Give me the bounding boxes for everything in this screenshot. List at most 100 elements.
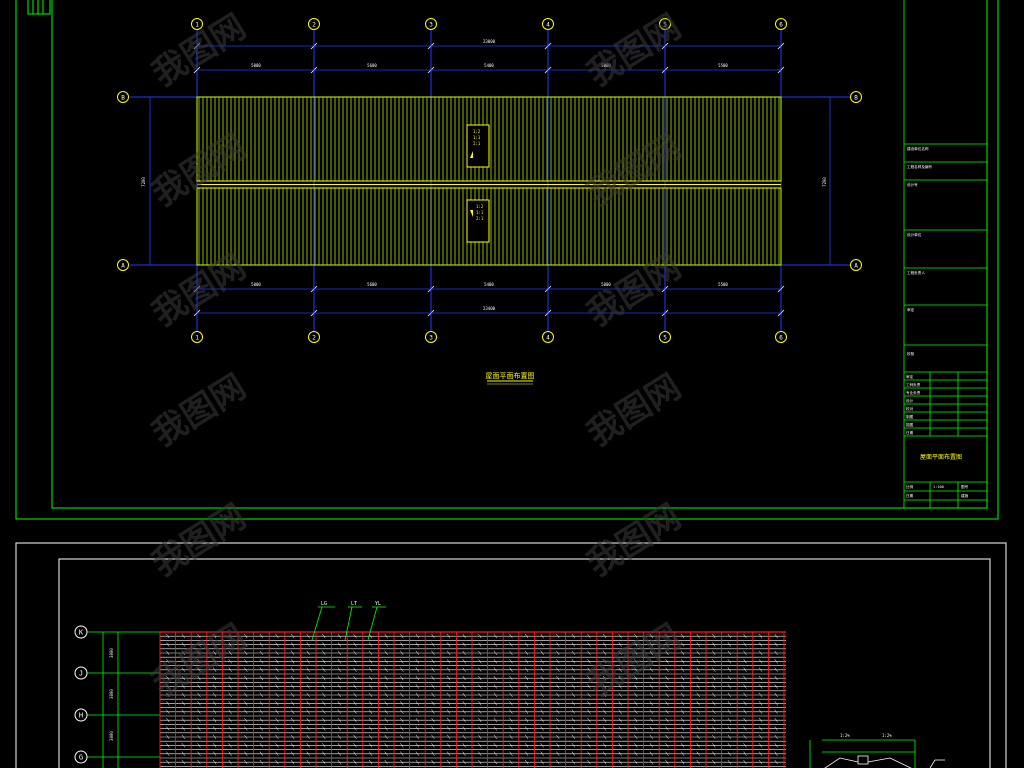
tie-mark (727, 726, 732, 731)
tie-mark (509, 734, 513, 740)
tie-mark (228, 743, 232, 748)
tie-mark (431, 709, 435, 714)
legend-2-line-1: 1:1 (476, 210, 484, 215)
legend-1-line-2: 2:1 (473, 141, 481, 146)
tie-mark (712, 642, 716, 647)
col-bubble-bottom-1 (191, 331, 203, 343)
row-label-j: J (79, 670, 83, 678)
tie-mark (524, 667, 529, 672)
tie-mark (774, 684, 778, 689)
tie-mark (556, 759, 560, 765)
legend-2-line-2: 2:1 (476, 216, 484, 221)
tie-mark (524, 701, 529, 706)
tie-mark (478, 717, 482, 723)
tie-mark (727, 675, 732, 681)
tie-mark (680, 743, 685, 748)
tie-mark (400, 701, 404, 706)
col-bubble-bottom-2 (308, 331, 320, 343)
tie-mark (290, 759, 295, 765)
tie-mark (602, 709, 607, 714)
tie-mark (618, 633, 622, 639)
tie-mark (244, 675, 248, 681)
tie-mark (509, 642, 513, 647)
tie-mark (415, 659, 420, 664)
tie-mark (556, 751, 560, 756)
tie-mark (634, 709, 638, 714)
tie-mark (197, 659, 201, 664)
tie-mark (634, 692, 638, 698)
tie-mark (727, 751, 732, 756)
tie-mark (571, 692, 576, 698)
tie-mark (259, 734, 264, 740)
tie-mark (743, 675, 747, 681)
tie-mark (774, 734, 778, 740)
tie-mark (649, 743, 654, 748)
tie-mark (462, 734, 466, 740)
tie-mark (166, 642, 170, 647)
tie-mark (649, 675, 654, 681)
tb-row-2: 设计号 (907, 182, 918, 187)
tie-mark (212, 633, 217, 639)
tie-mark (493, 659, 498, 664)
col-label-top-5: 5 (663, 22, 667, 29)
tie-mark (556, 726, 560, 731)
tie-mark (275, 701, 279, 706)
tie-mark (275, 759, 279, 765)
tie-mark (384, 726, 388, 731)
tie-mark (306, 743, 310, 748)
tb-bottom-1: 1:100 (933, 485, 944, 489)
tie-mark (665, 734, 669, 740)
tie-mark (774, 692, 778, 698)
tie-mark (290, 675, 295, 681)
tie-mark (431, 659, 435, 664)
tb-sign-7: 日期 (906, 430, 914, 435)
dim-bottom-5: 5500 (718, 282, 728, 287)
dimension-lines (149, 45, 831, 314)
tie-mark (540, 751, 544, 756)
tie-mark (602, 751, 607, 756)
tie-mark (181, 667, 186, 672)
tie-mark (587, 692, 591, 698)
tie-mark (712, 717, 716, 723)
tie-mark (197, 633, 201, 639)
tie-mark (181, 701, 186, 706)
tie-mark (197, 726, 201, 731)
tie-mark (774, 667, 778, 672)
tie-mark (493, 692, 498, 698)
tie-mark (649, 701, 654, 706)
tie-mark (462, 675, 466, 681)
tie-mark (384, 684, 388, 689)
tie-mark (462, 759, 466, 765)
tie-mark (181, 633, 186, 639)
tie-mark (290, 717, 295, 723)
tie-mark (743, 709, 747, 714)
tie-mark (368, 701, 373, 706)
tie-mark (415, 684, 420, 689)
tie-mark (665, 633, 669, 639)
tie-mark (478, 701, 482, 706)
tie-mark (290, 726, 295, 731)
tie-mark (540, 633, 544, 639)
tie-mark (618, 726, 622, 731)
tie-mark (166, 734, 170, 740)
tie-mark (384, 667, 388, 672)
tie-mark (400, 659, 404, 664)
tie-mark (228, 717, 232, 723)
tie-mark (306, 650, 310, 656)
tie-mark (634, 701, 638, 706)
tie-mark (540, 701, 544, 706)
tb-row-4: 设计单位 (907, 232, 922, 237)
tie-mark (259, 726, 264, 731)
tie-mark (322, 717, 326, 723)
tie-mark (587, 726, 591, 731)
tie-mark (478, 659, 482, 664)
tie-mark (368, 709, 373, 714)
tie-mark (462, 726, 466, 731)
tie-mark (415, 759, 420, 765)
col-label-bottom-6: 6 (779, 335, 783, 342)
tie-mark (556, 650, 560, 656)
tie-mark (400, 734, 404, 740)
tie-mark (758, 759, 763, 765)
tie-mark (244, 650, 248, 656)
